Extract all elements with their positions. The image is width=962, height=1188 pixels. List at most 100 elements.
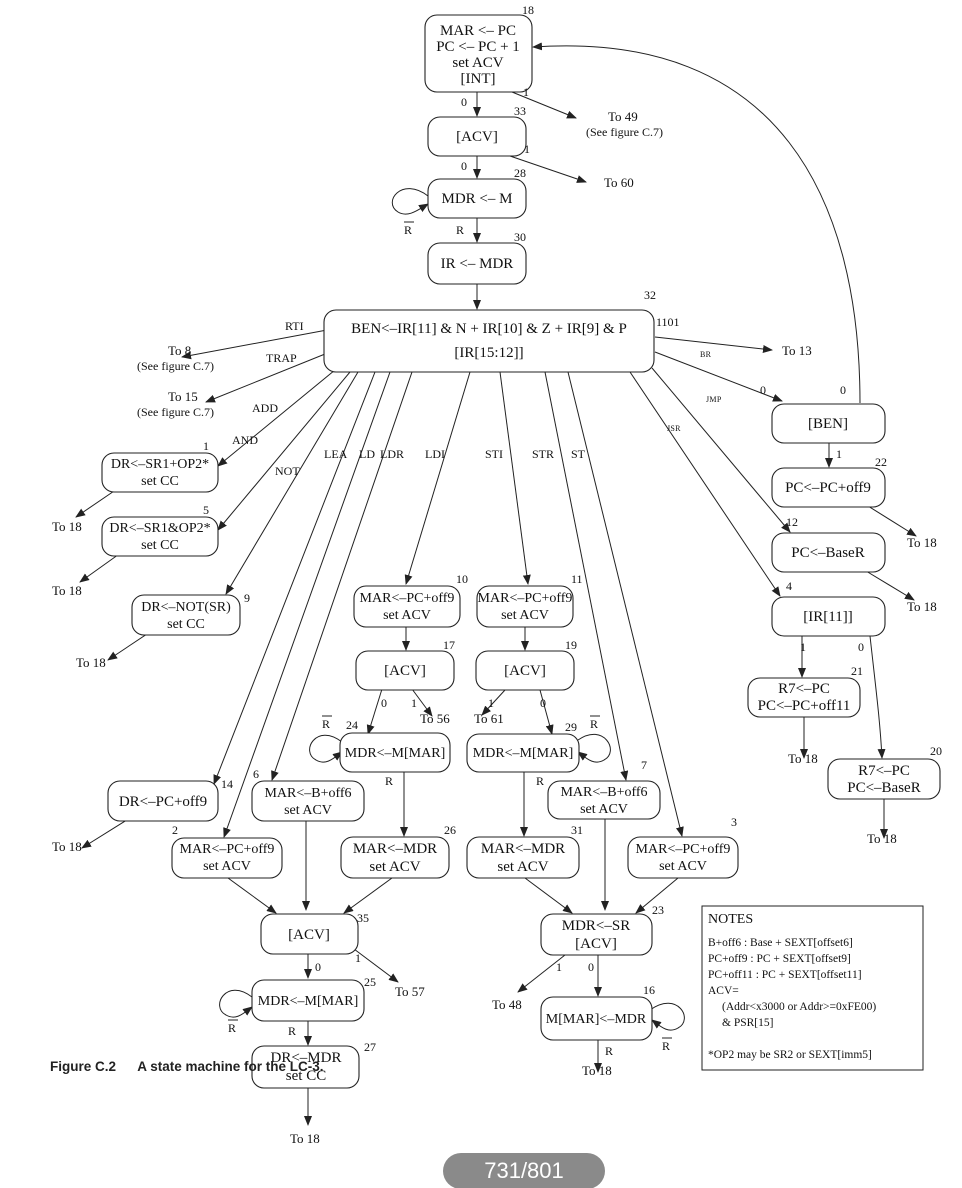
dest-to18-s21: To 18 <box>788 751 818 766</box>
state-23-number: 23 <box>652 903 664 917</box>
state-22: PC<–PC+off9 22 <box>771 455 887 508</box>
dest-to18-s20: To 18 <box>867 831 897 846</box>
state-0: [BEN] <box>771 403 886 444</box>
state-16-number: 16 <box>643 983 655 997</box>
edges <box>75 42 917 1126</box>
state-20-line1: R7<–PC <box>858 763 910 779</box>
state-5-number: 5 <box>203 503 209 517</box>
state-11-line2: set ACV <box>501 608 549 623</box>
label-28-rbar: R <box>404 223 412 237</box>
state-10: MAR<–PC+off9 set ACV 10 <box>353 572 468 628</box>
notes-box: NOTES B+off6 : Base + SEXT[offset6] PC+o… <box>701 905 924 1071</box>
label-19-1: 1 <box>488 696 494 710</box>
edge-32-1101 <box>654 336 773 353</box>
state-27-number: 27 <box>364 1040 376 1054</box>
dest-to18-s5: To 18 <box>52 583 82 598</box>
notes-line-2: PC+off9 : PC + SEXT[offset9] <box>708 953 851 965</box>
loop-24 <box>309 734 343 763</box>
state-12-number: 12 <box>786 515 798 529</box>
state-16-line1: M[MAR]<–MDR <box>546 1012 647 1027</box>
state-5: DR<–SR1&OP2* set CC 5 <box>101 503 219 557</box>
state-18: MAR <– PC PC <– PC + 1 set ACV [INT] 18 <box>424 3 534 93</box>
dest-to18-s1: To 18 <box>52 519 82 534</box>
edge-32-jmp <box>651 367 791 533</box>
label-16-r: R <box>605 1044 613 1058</box>
state-27: DR<–MDR set CC 27 <box>251 1040 376 1089</box>
state-0-line1: [BEN] <box>808 416 848 432</box>
label-24-rbar: R <box>322 717 330 731</box>
state-21-number: 21 <box>851 664 863 678</box>
state-20-number: 20 <box>930 744 942 758</box>
dest-to56: To 56 <box>420 711 450 726</box>
label-ben-1: 1 <box>836 447 842 461</box>
dest-to57: To 57 <box>395 984 425 999</box>
state-21-line2: PC<–PC+off11 <box>758 698 851 714</box>
figure-caption: Figure C.2 A state machine for the LC-3. <box>50 1059 324 1074</box>
state-30: IR <– MDR 30 <box>427 230 527 285</box>
label-jmp: JMP <box>706 395 722 404</box>
state-30-number: 30 <box>514 230 526 244</box>
dest-to49-note: (See figure C.7) <box>586 125 663 139</box>
state-1-number: 1 <box>203 439 209 453</box>
state-11-line1: MAR<–PC+off9 <box>478 591 573 606</box>
edge-23-48 <box>517 954 566 993</box>
state-1: DR<–SR1+OP2* set CC 1 <box>101 439 219 493</box>
edge-18-49 <box>511 91 577 119</box>
label-23-0: 0 <box>588 960 594 974</box>
label-18-1: 1 <box>523 85 529 99</box>
state-11-number: 11 <box>571 572 583 586</box>
label-lea: LEA <box>324 447 348 461</box>
state-11: MAR<–PC+off9 set ACV 11 <box>476 572 583 628</box>
dest-to18-s12: To 18 <box>907 599 937 614</box>
label-st: ST <box>571 447 586 461</box>
state-26: MAR<–MDR set ACV 26 <box>340 823 456 879</box>
state-12-line1: PC<–BaseR <box>791 545 864 561</box>
edge-32-rti <box>181 329 328 360</box>
loop-29 <box>577 733 611 763</box>
state-3: MAR<–PC+off9 set ACV 3 <box>627 815 739 879</box>
edge-32-lea <box>213 371 376 785</box>
label-not: NOT <box>275 464 300 478</box>
state-26-number: 26 <box>444 823 456 837</box>
edge-32-str <box>544 371 629 781</box>
state-6-number: 6 <box>253 767 259 781</box>
notes-line-4: ACV= <box>708 985 739 997</box>
label-1101: 1101 <box>656 315 680 329</box>
state-1-line2: set CC <box>141 474 179 489</box>
state-12: PC<–BaseR 12 <box>771 515 886 573</box>
dest-to18-s14: To 18 <box>52 839 82 854</box>
label-ben-out-0: 0 <box>840 383 846 397</box>
label-33-0: 0 <box>461 159 467 173</box>
state-1-line1: DR<–SR1+OP2* <box>111 457 209 472</box>
edge-26-35 <box>343 877 393 914</box>
state-29: MDR<–M[MAR] 29 <box>466 720 580 773</box>
label-ben-in-0: 0 <box>760 383 766 397</box>
label-29-rbar: R <box>590 717 598 731</box>
edge-9-18 <box>107 631 151 661</box>
label-ir11-0: 0 <box>858 640 864 654</box>
state-23-line2: [ACV] <box>575 936 617 952</box>
state-18-line2: PC <– PC + 1 <box>436 39 520 55</box>
state-35: [ACV] 35 <box>260 911 369 955</box>
state-18-line1: MAR <– PC <box>440 23 516 39</box>
state-28: MDR <– M 28 <box>427 166 527 219</box>
dest-to15-note: (See figure C.7) <box>137 405 214 419</box>
label-ld: LD <box>359 447 375 461</box>
dest-to18-s22: To 18 <box>907 535 937 550</box>
label-25-r: R <box>288 1024 296 1038</box>
state-21-line1: R7<–PC <box>778 681 830 697</box>
state-22-number: 22 <box>875 455 887 469</box>
state-18-line4: [INT] <box>461 71 496 87</box>
label-str: STR <box>532 447 554 461</box>
edge-32-br <box>654 351 783 402</box>
edge-12-18 <box>865 570 915 601</box>
dest-to61: To 61 <box>474 711 504 726</box>
state-14-line1: DR<–PC+off9 <box>119 794 207 810</box>
state-32: BEN<–IR[11] & N + IR[10] & Z + IR[9] & P… <box>323 288 656 373</box>
page-indicator[interactable]: 731/801 <box>443 1153 605 1188</box>
state-20: R7<–PC PC<–BaseR 20 <box>827 744 942 800</box>
state-30-line1: IR <– MDR <box>441 256 514 272</box>
edge-5-18 <box>79 551 123 583</box>
